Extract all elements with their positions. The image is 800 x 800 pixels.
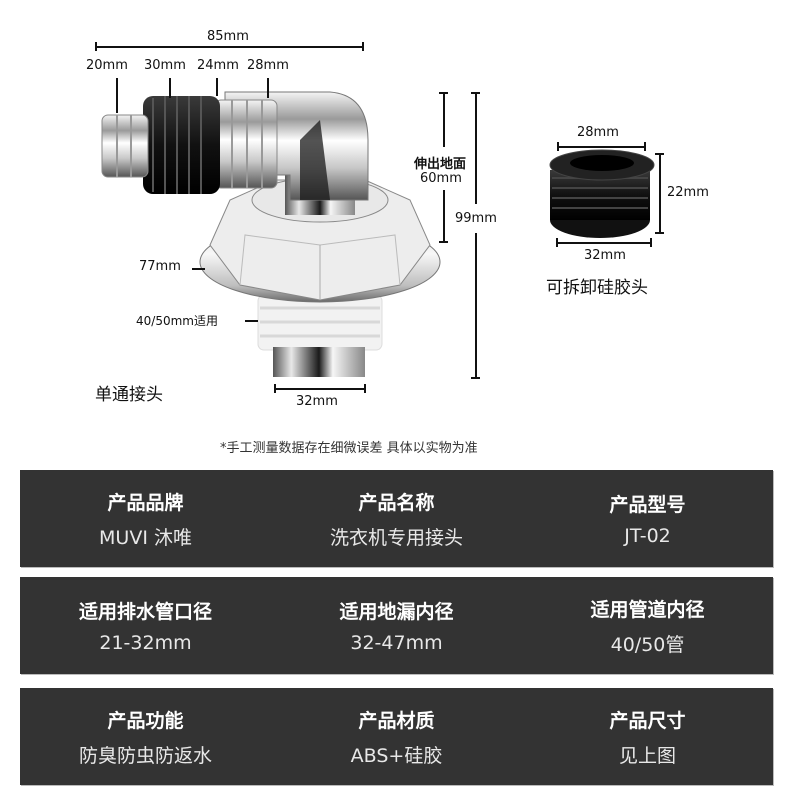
- tick: [471, 377, 480, 379]
- height-line: [475, 233, 477, 378]
- segment-3-label: 24mm: [197, 58, 239, 73]
- spec-value: 见上图: [618, 744, 676, 767]
- leader: [245, 320, 258, 322]
- leader: [267, 78, 269, 98]
- connector-caption: 单通接头: [95, 385, 163, 405]
- bottom-diameter-line: [274, 388, 365, 390]
- spec-label: 产品材质: [358, 709, 435, 732]
- head-top-line: [557, 146, 645, 148]
- connector-illustration: [101, 91, 655, 377]
- silicone-head-illustration: [549, 149, 655, 238]
- head-top-diameter-label: 28mm: [577, 125, 619, 140]
- spec-material: 产品材质 ABS+硅胶: [271, 688, 522, 785]
- spec-drain-hose-diameter: 适用排水管口径 21-32mm: [20, 577, 271, 674]
- spec-value: ABS+硅胶: [350, 744, 443, 767]
- spec-label: 适用管道内径: [590, 598, 705, 621]
- tick: [655, 153, 664, 155]
- spec-size: 产品尺寸 见上图: [522, 688, 773, 785]
- tick: [557, 142, 559, 151]
- rise-value: 60mm: [420, 171, 462, 186]
- spec-value: 32-47mm: [350, 632, 443, 654]
- spec-value: MUVI 沐唯: [99, 526, 192, 549]
- tick: [471, 92, 480, 94]
- spec-row-1: 产品品牌 MUVI 沐唯 产品名称 洗衣机专用接头 产品型号 JT-02: [20, 470, 773, 567]
- flange-diameter-label: 77mm: [139, 259, 181, 274]
- spec-pipe-diameter: 适用管道内径 40/50管: [522, 577, 773, 674]
- tick: [439, 92, 448, 94]
- head-height-line: [659, 153, 661, 233]
- spec-label: 产品功能: [107, 709, 184, 732]
- spec-label: 产品品牌: [107, 491, 184, 514]
- leader: [116, 78, 118, 113]
- rise-label: 伸出地面: [414, 157, 467, 172]
- tick: [439, 241, 448, 243]
- tick: [650, 238, 652, 247]
- tick: [362, 42, 364, 51]
- spec-function: 产品功能 防臭防虫防返水: [20, 688, 271, 785]
- spec-row-2: 适用排水管口径 21-32mm 适用地漏内径 32-47mm 适用管道内径 40…: [20, 577, 773, 674]
- spec-floor-drain-diameter: 适用地漏内径 32-47mm: [271, 577, 522, 674]
- measurement-disclaimer: *手工测量数据存在细微误差 具体以实物为准: [220, 441, 478, 456]
- spec-label: 产品尺寸: [609, 709, 686, 732]
- spec-label: 产品名称: [358, 491, 435, 514]
- head-height-label: 22mm: [667, 185, 709, 200]
- spec-value: 40/50管: [610, 633, 685, 656]
- total-height-label: 99mm: [455, 211, 497, 226]
- tick: [556, 238, 558, 247]
- tick: [95, 42, 97, 51]
- spec-name: 产品名称 洗衣机专用接头: [271, 470, 522, 567]
- tick: [655, 232, 664, 234]
- spec-value: 洗衣机专用接头: [329, 526, 463, 549]
- segment-1-label: 20mm: [86, 58, 128, 73]
- spec-label: 适用排水管口径: [78, 601, 212, 623]
- silicone-head-caption: 可拆卸硅胶头: [546, 278, 648, 298]
- spec-model: 产品型号 JT-02: [522, 470, 773, 567]
- spec-value: 防臭防虫防返水: [78, 744, 212, 767]
- spec-value: 21-32mm: [99, 632, 192, 654]
- head-bottom-line: [556, 242, 651, 244]
- spec-brand: 产品品牌 MUVI 沐唯: [20, 470, 271, 567]
- tick: [364, 384, 366, 393]
- bottom-diameter-label: 32mm: [296, 394, 338, 409]
- tick: [644, 142, 646, 151]
- spec-label: 产品型号: [609, 494, 686, 516]
- rise-line: [443, 92, 445, 147]
- segment-4-label: 28mm: [247, 58, 289, 73]
- height-line: [475, 92, 477, 204]
- overall-length-line: [95, 46, 363, 48]
- rise-line: [443, 190, 445, 242]
- spec-row-3: 产品功能 防臭防虫防返水 产品材质 ABS+硅胶 产品尺寸 见上图: [20, 688, 773, 785]
- spec-label: 适用地漏内径: [339, 601, 454, 623]
- overall-length-label: 85mm: [207, 29, 249, 44]
- leader: [169, 78, 171, 98]
- segment-2-label: 30mm: [144, 58, 186, 73]
- head-bottom-diameter-label: 32mm: [584, 248, 626, 263]
- tick: [274, 384, 276, 393]
- spec-value: JT-02: [624, 525, 671, 547]
- leader: [216, 78, 218, 96]
- fit-label: 40/50mm适用: [136, 314, 218, 328]
- leader: [192, 268, 205, 270]
